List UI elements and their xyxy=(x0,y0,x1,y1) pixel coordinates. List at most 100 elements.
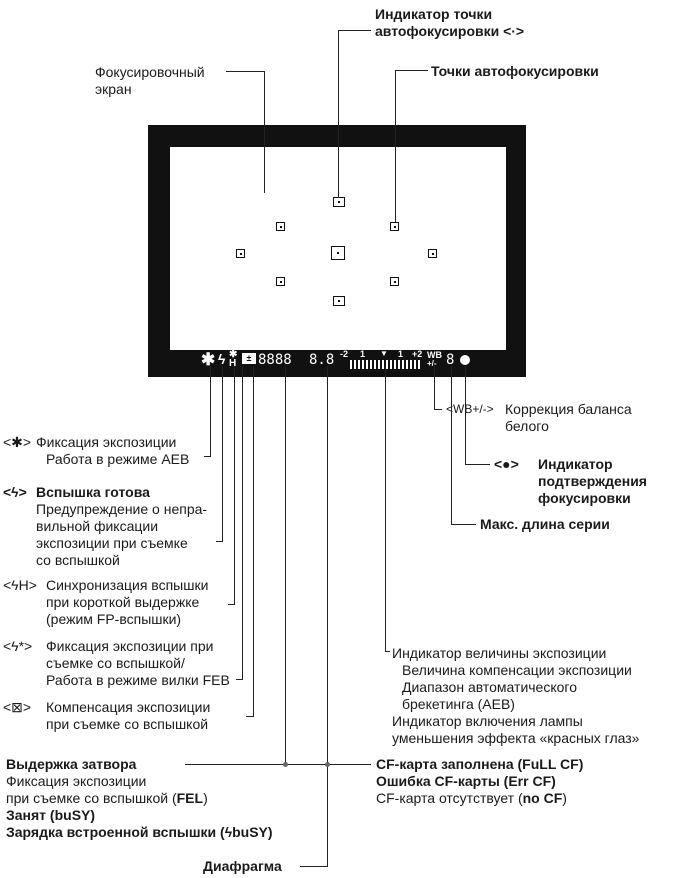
leader-line xyxy=(434,409,442,410)
flash-ready-line3: экспозиции при съемке xyxy=(36,535,188,551)
ae-lock-line2: Работа в режиме AEB xyxy=(46,451,190,467)
leader-line xyxy=(236,679,243,680)
scale-plus-one-label: 1 xyxy=(398,349,404,359)
focus-confirm-line2: подтверждения xyxy=(538,473,647,489)
focus-screen-label-line2: экран xyxy=(95,81,132,97)
hss-line1: Синхронизация вспышки xyxy=(46,577,209,593)
leader-line xyxy=(465,464,490,465)
max-burst-label: Макс. длина серии xyxy=(480,516,610,532)
flash-comp-icon: ± xyxy=(242,353,256,364)
scale-plus-label: +2 xyxy=(412,349,423,359)
af-point-left xyxy=(236,249,245,258)
leader-line xyxy=(222,366,223,541)
af-point-bottom xyxy=(333,296,345,306)
ae-lock-symbol: <✱> xyxy=(3,434,32,450)
leader-line xyxy=(300,866,328,867)
focus-confirm-dot xyxy=(460,355,470,365)
hss-line3: (режим FP-вспышки) xyxy=(46,611,182,627)
fec-line1: Компенсация экспозиции xyxy=(46,699,211,715)
af-point-lower-right xyxy=(390,277,399,286)
flash-ready-symbol: <ϟ> xyxy=(3,484,27,500)
ae-lock-icon: ✱ xyxy=(201,350,216,369)
shutter-speed-display: 8888 xyxy=(258,352,292,368)
burst-display: 8 xyxy=(446,352,455,368)
flash-ready-line4: со вспышкой xyxy=(36,552,120,568)
aperture-display: 8.8 xyxy=(309,352,335,368)
leader-line xyxy=(465,366,466,464)
leader-line xyxy=(327,366,328,866)
cf-line2: Ошибка CF-карты (Err CF) xyxy=(376,773,556,789)
fec-symbol: <⊠> xyxy=(3,699,32,715)
shutter-line2: Фиксация экспозиции xyxy=(6,773,147,789)
exposure-line1: Индикатор величины экспозиции xyxy=(392,645,607,661)
leader-line xyxy=(338,30,339,198)
junction-dot xyxy=(283,762,288,767)
leader-line xyxy=(210,366,211,456)
exposure-line4: брекетинга (AEB) xyxy=(402,696,515,712)
leader-line xyxy=(242,366,243,679)
fel-line3: Работа в режиме вилки FEB xyxy=(46,672,230,688)
exposure-line3: Диапазон автоматического xyxy=(402,679,577,695)
flash-lock-icon: ✱H xyxy=(229,349,238,369)
shutter-line4: Занят (buSY) xyxy=(6,807,96,823)
af-point-center xyxy=(331,246,345,260)
hss-symbol: <ϟH> xyxy=(3,577,37,593)
wb-correction-symbol: <WB+/-> xyxy=(446,402,494,416)
leader-line xyxy=(246,716,254,717)
flash-ready-line1: Предупреждение о непра- xyxy=(36,501,208,517)
shutter-line5: Зарядка встроенной вспышки (ϟbuSY) xyxy=(6,824,273,840)
af-indicator-title-line2: автофокусировки <·> xyxy=(375,23,525,39)
cf-line3: CF-карта отсутствует (no CF) xyxy=(376,790,567,806)
leader-line xyxy=(395,70,396,222)
junction-dot xyxy=(325,762,330,767)
leader-line xyxy=(216,541,223,542)
leader-line xyxy=(253,366,254,716)
scale-minus-label: -2 xyxy=(340,349,349,359)
af-points-label: Точки автофокусировки xyxy=(431,63,599,79)
flash-ready-line2: вильной фиксации xyxy=(36,518,159,534)
leader-line xyxy=(451,524,476,525)
wb-top-label: WB xyxy=(427,350,442,360)
ae-lock-line1: Фиксация экспозиции xyxy=(36,434,177,450)
leader-line xyxy=(204,456,211,457)
wb-correction-line2: белого xyxy=(505,418,549,434)
leader-line xyxy=(385,366,386,651)
fel-line2: съемке со вспышкой/ xyxy=(46,655,185,671)
leader-line xyxy=(451,366,452,524)
focus-confirm-line3: фокусировки xyxy=(538,490,631,506)
fel-symbol: <ϟ*> xyxy=(3,638,33,654)
shutter-speed-label: Выдержка затвора xyxy=(6,756,137,772)
leader-line xyxy=(234,366,235,604)
af-point-right xyxy=(428,249,437,258)
aperture-label: Диафрагма xyxy=(203,858,282,874)
leader-line xyxy=(226,71,264,72)
exposure-line2: Величина компенсации экспозиции xyxy=(402,662,632,678)
leader-line xyxy=(395,70,428,71)
af-point-upper-left xyxy=(276,222,285,231)
fel-line1: Фиксация экспозиции при xyxy=(46,638,214,654)
leader-line xyxy=(338,30,371,31)
exposure-line6: уменьшения эффекта «красных глаз» xyxy=(392,730,640,746)
leader-line xyxy=(228,604,235,605)
leader-line xyxy=(285,366,286,764)
af-point-top xyxy=(333,197,345,207)
focus-confirm-symbol: <●> xyxy=(494,456,519,472)
focus-screen-label-line1: Фокусировочный xyxy=(95,64,205,80)
af-indicator-title-line1: Индикатор точки xyxy=(375,6,493,22)
af-point-lower-left xyxy=(276,277,285,286)
leader-line xyxy=(434,366,435,409)
focus-confirm-line1: Индикатор xyxy=(538,456,613,472)
leader-line xyxy=(264,71,265,193)
leader-line xyxy=(385,651,390,652)
exposure-line5: Индикатор включения лампы xyxy=(392,713,583,729)
shutter-line3: при съемке со вспышкой (FEL) xyxy=(6,790,208,806)
leader-line xyxy=(185,764,371,765)
fec-line2: при съемке со вспышкой xyxy=(46,716,209,732)
wb-correction-line1: Коррекция баланса xyxy=(505,401,632,417)
af-point-upper-right xyxy=(390,222,399,231)
flash-icon: ϟ xyxy=(218,351,226,367)
scale-index-marker: ▼ xyxy=(380,349,388,358)
scale-minus-one-label: 1 xyxy=(360,349,366,359)
hss-line2: при короткой выдержке xyxy=(46,594,200,610)
cf-line1: CF-карта заполнена (FuLL CF) xyxy=(376,756,584,772)
